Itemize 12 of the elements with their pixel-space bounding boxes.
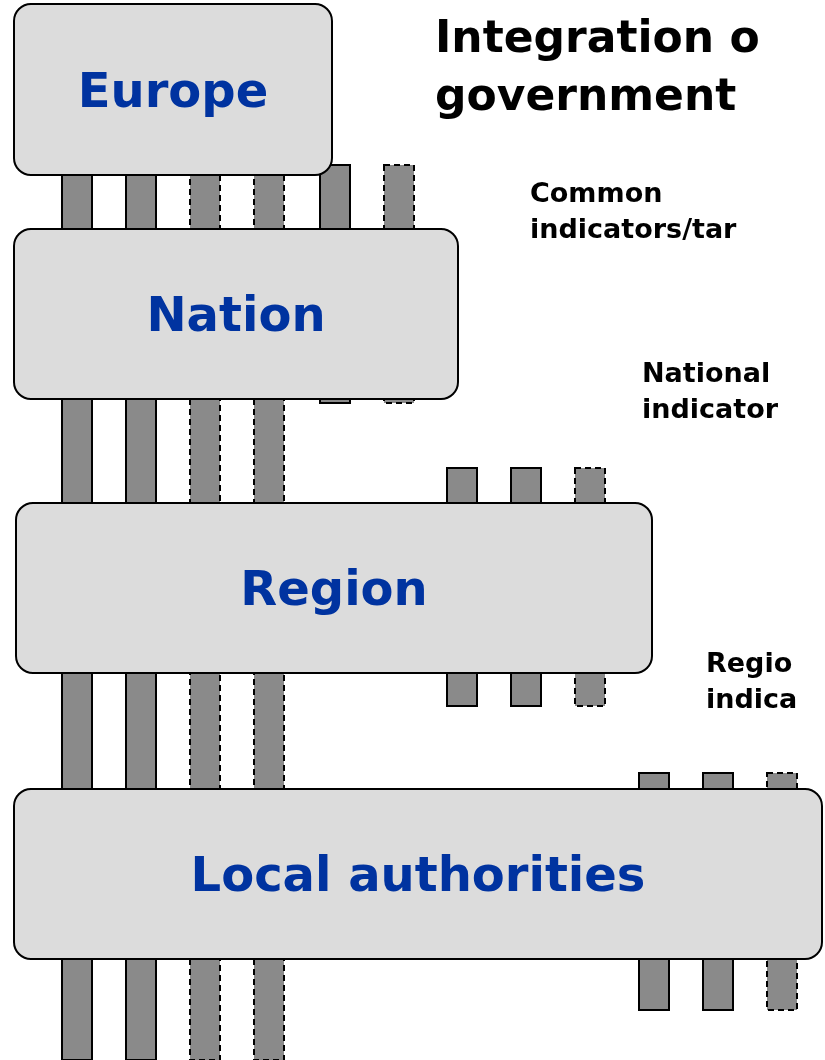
indicator-label: National indicator — [642, 356, 780, 426]
level-box — [13, 788, 823, 960]
level-box — [13, 3, 333, 176]
level-box — [15, 502, 653, 674]
indicator-label: Common indicators/tar — [530, 176, 738, 246]
level-name: Nation — [146, 286, 326, 342]
indicator-label: Regio indica — [706, 646, 799, 716]
level-box — [13, 228, 459, 400]
level-name: Region — [240, 560, 428, 616]
level-name: Europe — [77, 61, 269, 118]
level-name: Local authorities — [190, 846, 646, 902]
title: Integration o government — [435, 10, 761, 122]
